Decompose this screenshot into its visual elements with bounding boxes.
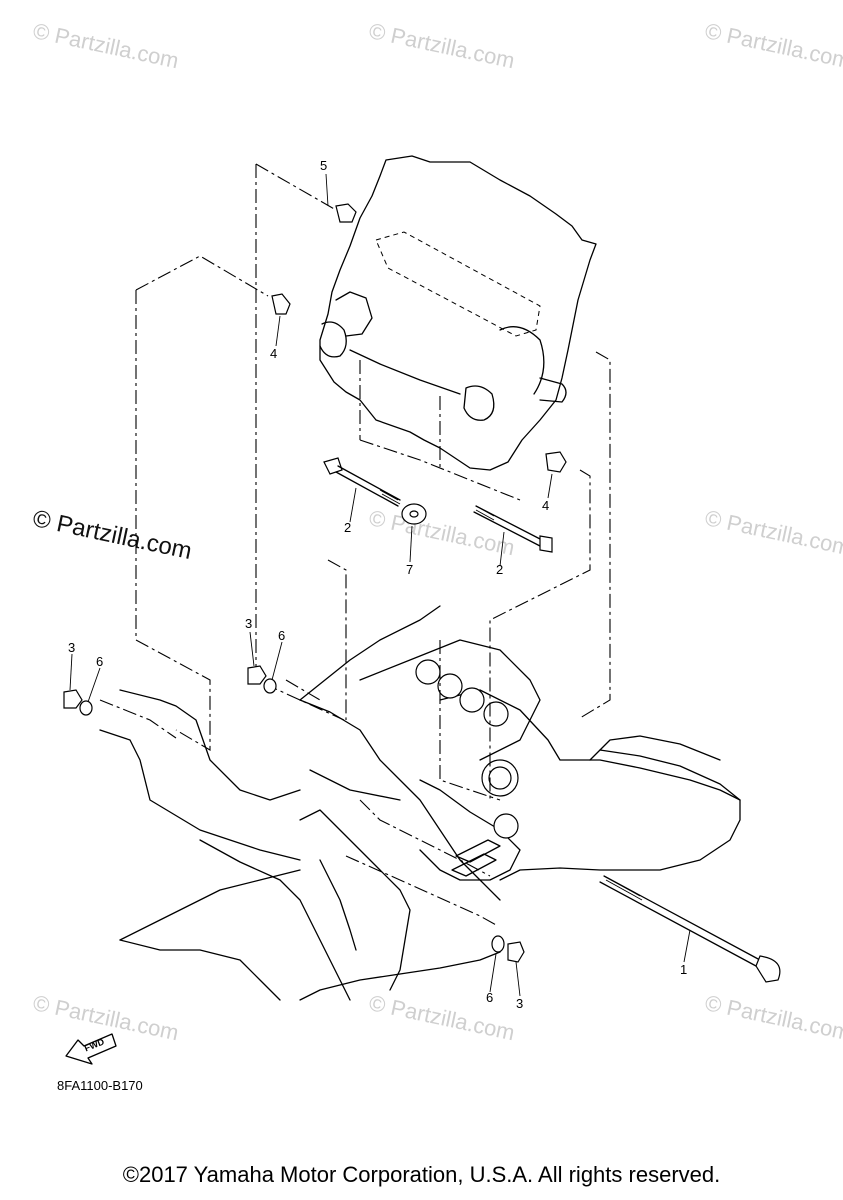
callout-3-center: 3 xyxy=(245,616,253,631)
leader-lines xyxy=(69,173,691,997)
bolt-5 xyxy=(335,203,357,223)
callout-3-left: 3 xyxy=(68,640,76,655)
nut-washer-left xyxy=(63,689,93,716)
alignment-lines xyxy=(99,163,611,927)
callout-7: 7 xyxy=(406,562,414,577)
engine-bed-frame xyxy=(99,605,741,1001)
rubber-mounts xyxy=(415,659,519,877)
callout-4-right: 4 xyxy=(542,498,550,513)
callout-4-left: 4 xyxy=(270,346,278,361)
callout-2-right: 2 xyxy=(496,562,504,577)
callout-5: 5 xyxy=(320,158,328,173)
engine-block xyxy=(319,155,597,471)
fwd-arrow-icon xyxy=(65,1033,117,1065)
bolt-4-right xyxy=(545,451,567,473)
callout-1: 1 xyxy=(680,962,688,977)
callout-6-left: 6 xyxy=(96,654,104,669)
bolt-4-left xyxy=(271,293,291,315)
nut-washer-bottom xyxy=(491,935,525,963)
callout-6-center: 6 xyxy=(278,628,286,643)
copyright-notice: ©2017 Yamaha Motor Corporation, U.S.A. A… xyxy=(122,1162,721,1187)
callout-2-left: 2 xyxy=(344,520,352,535)
nut-washer-center xyxy=(247,665,277,694)
diagram-reference-code: 8FA1100-B170 xyxy=(57,1078,143,1093)
bolt-2-left xyxy=(323,457,401,507)
callout-6-bottom: 6 xyxy=(486,990,494,1005)
bolt-2-right xyxy=(473,505,553,553)
callout-3-bottom: 3 xyxy=(516,996,524,1011)
washer-7 xyxy=(401,503,427,525)
bolt-long-1 xyxy=(599,875,781,983)
